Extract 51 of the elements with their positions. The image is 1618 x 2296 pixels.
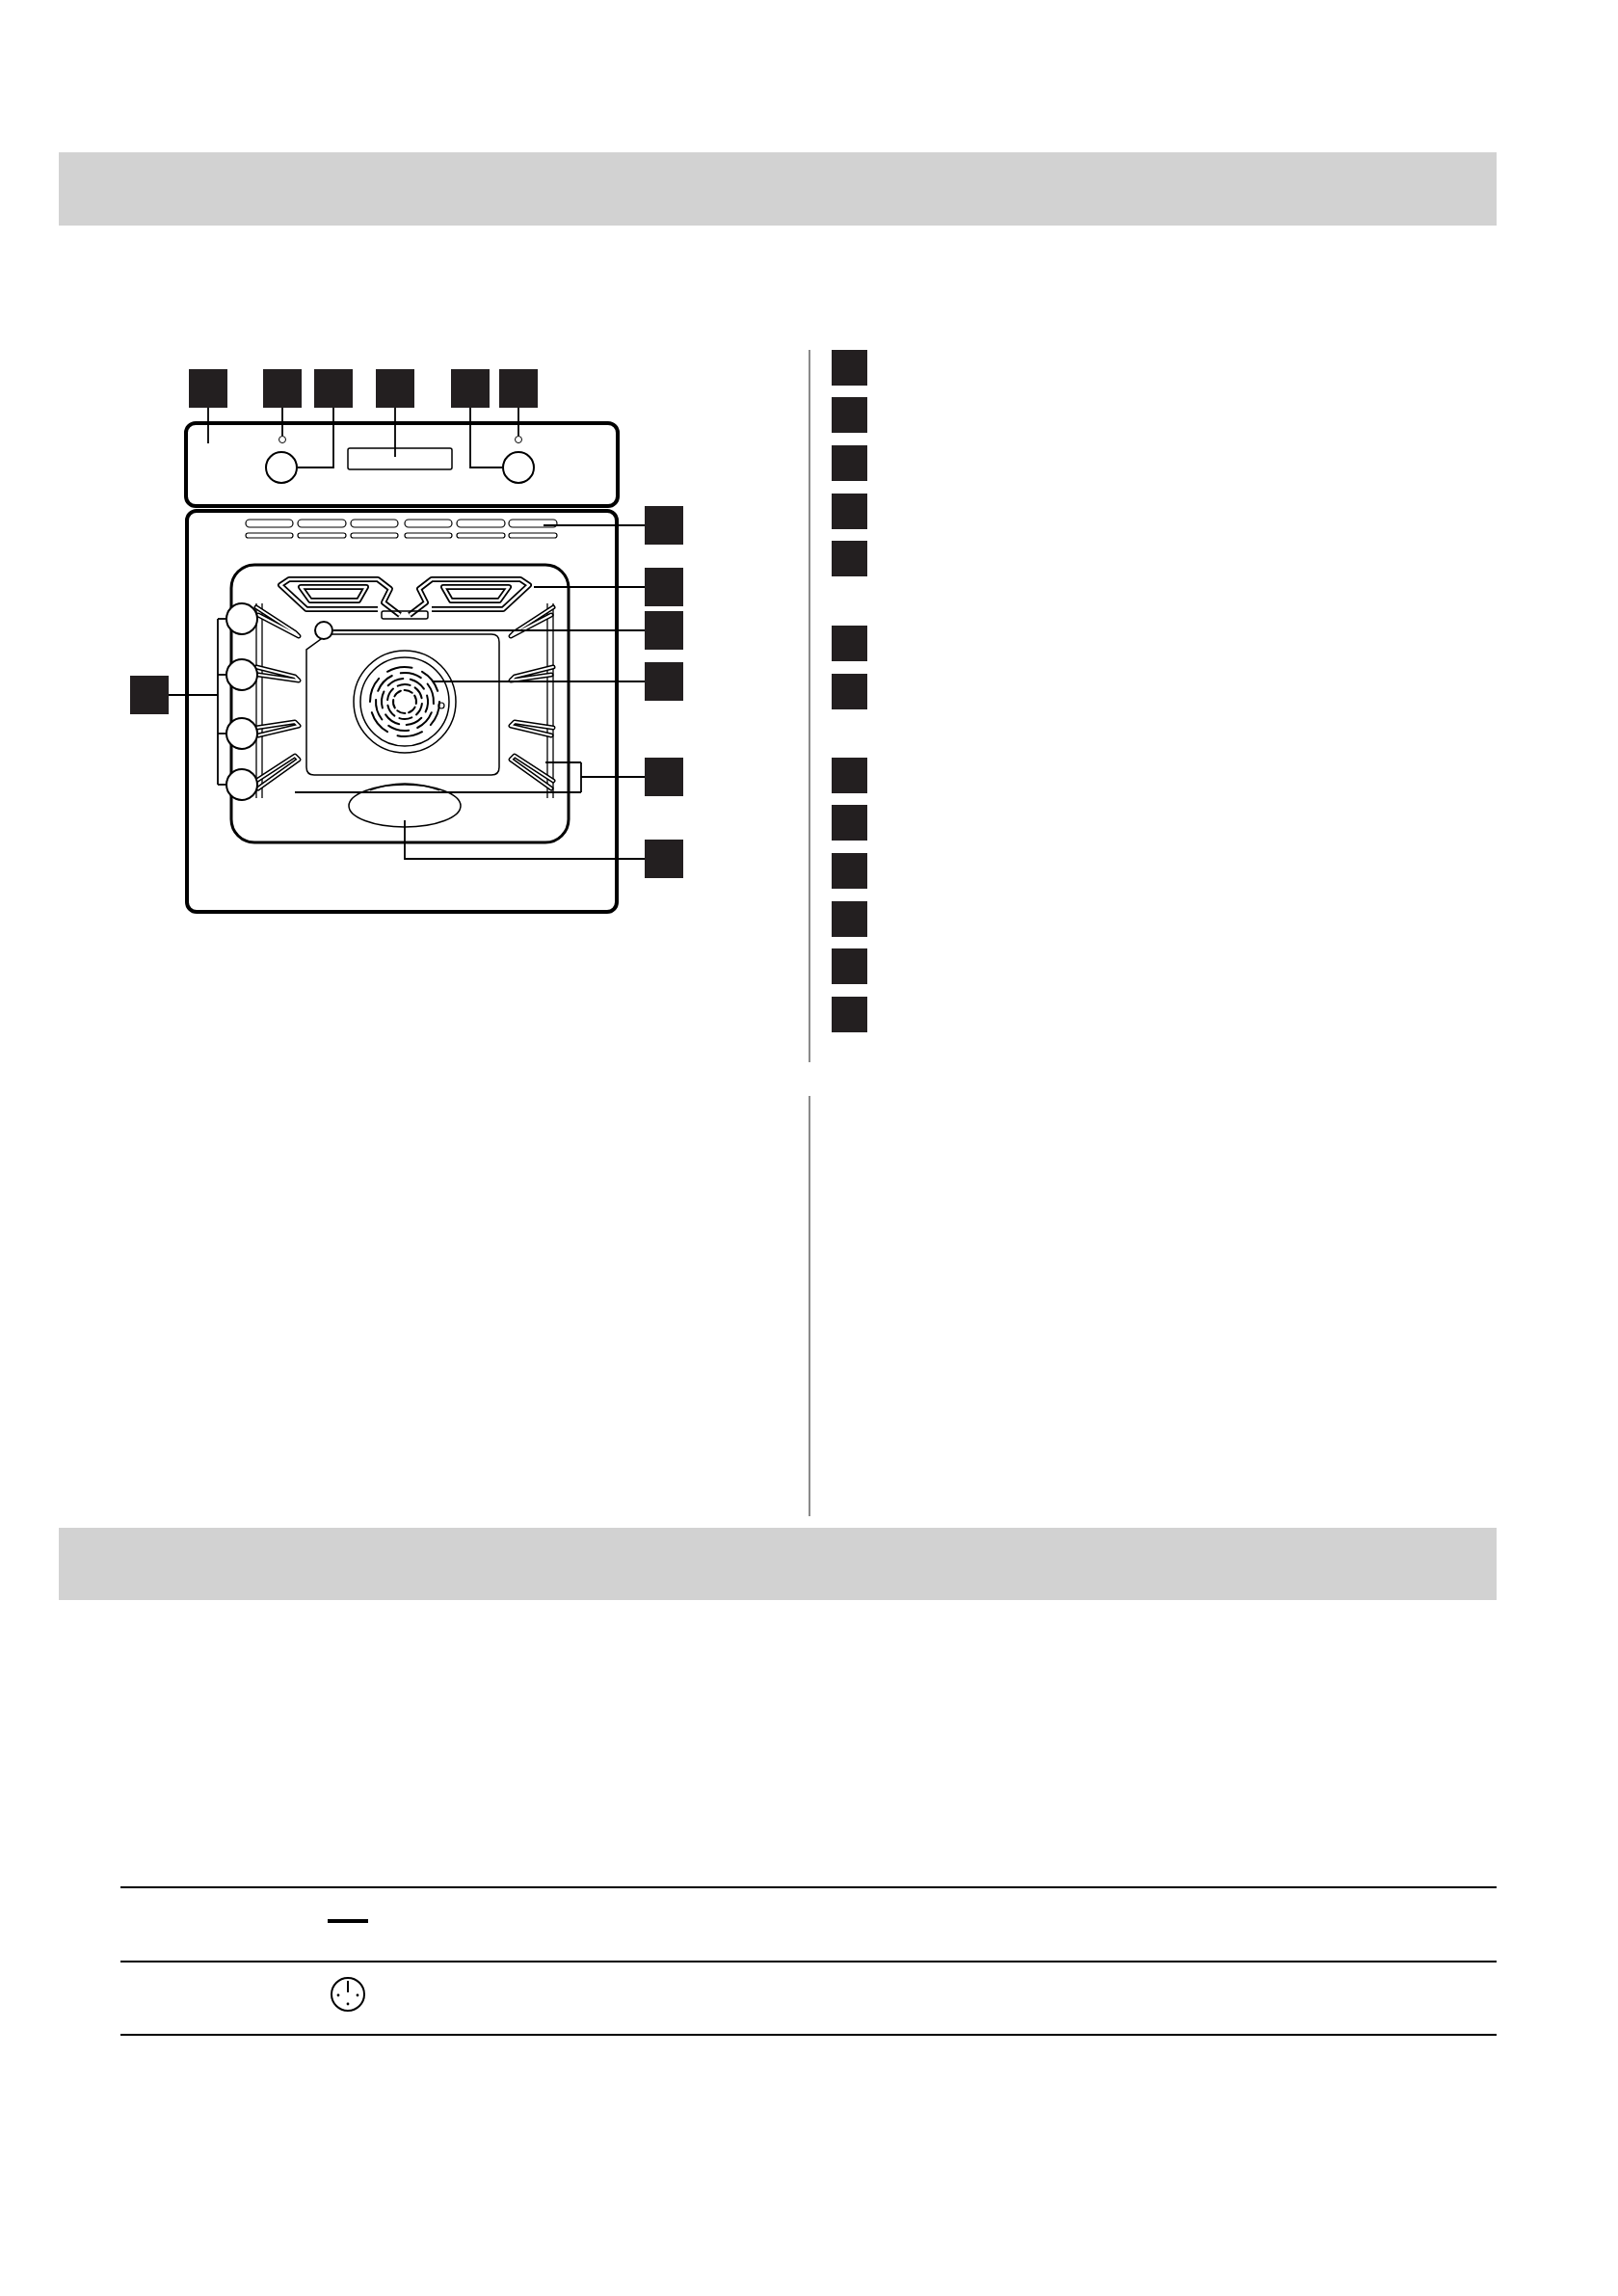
callout-square [832, 901, 867, 937]
callout-square [832, 494, 867, 529]
leader-line [394, 407, 396, 458]
callout-square [832, 805, 867, 841]
callout-square [832, 853, 867, 889]
callout-square [314, 369, 353, 408]
leader-line [294, 791, 582, 793]
callout-square [645, 611, 683, 650]
leader-line [217, 733, 226, 734]
callout-square [832, 626, 867, 661]
leader-line [544, 761, 582, 763]
callout-square [645, 506, 683, 545]
callout-square [832, 350, 867, 386]
callout-square [499, 369, 538, 408]
callout-square [832, 541, 867, 576]
leader-line [469, 407, 503, 468]
callout-square [832, 674, 867, 709]
leader-line [543, 524, 646, 526]
callout-square [645, 568, 683, 606]
leader-line [217, 618, 226, 620]
leader-line [580, 761, 646, 793]
leader-line [168, 618, 219, 786]
leader-line [332, 629, 646, 631]
callout-square [645, 662, 683, 701]
leader-line [297, 407, 334, 468]
leader-line [217, 674, 226, 676]
leader-line [207, 407, 209, 444]
oven-lamp [314, 621, 333, 640]
callout-square [645, 758, 683, 796]
control-knob [502, 451, 535, 484]
callout-square [130, 676, 169, 714]
heating-element [276, 574, 534, 621]
indicator-light [279, 436, 286, 443]
control-knob [265, 451, 298, 484]
callout-square [376, 369, 414, 408]
callout-square [451, 369, 490, 408]
indicator-light [515, 436, 522, 443]
leader-line [433, 681, 646, 682]
callout-square [645, 840, 683, 878]
callout-square [189, 369, 227, 408]
callout-square [832, 445, 867, 481]
callout-square [263, 369, 302, 408]
callout-square [832, 397, 867, 433]
callout-square [832, 948, 867, 984]
callout-square [832, 997, 867, 1032]
leader-line [281, 407, 283, 437]
leader-line [533, 586, 646, 588]
callout-square [832, 758, 867, 793]
leader-line [404, 819, 646, 860]
leader-line [517, 407, 519, 437]
leader-line [217, 784, 226, 786]
